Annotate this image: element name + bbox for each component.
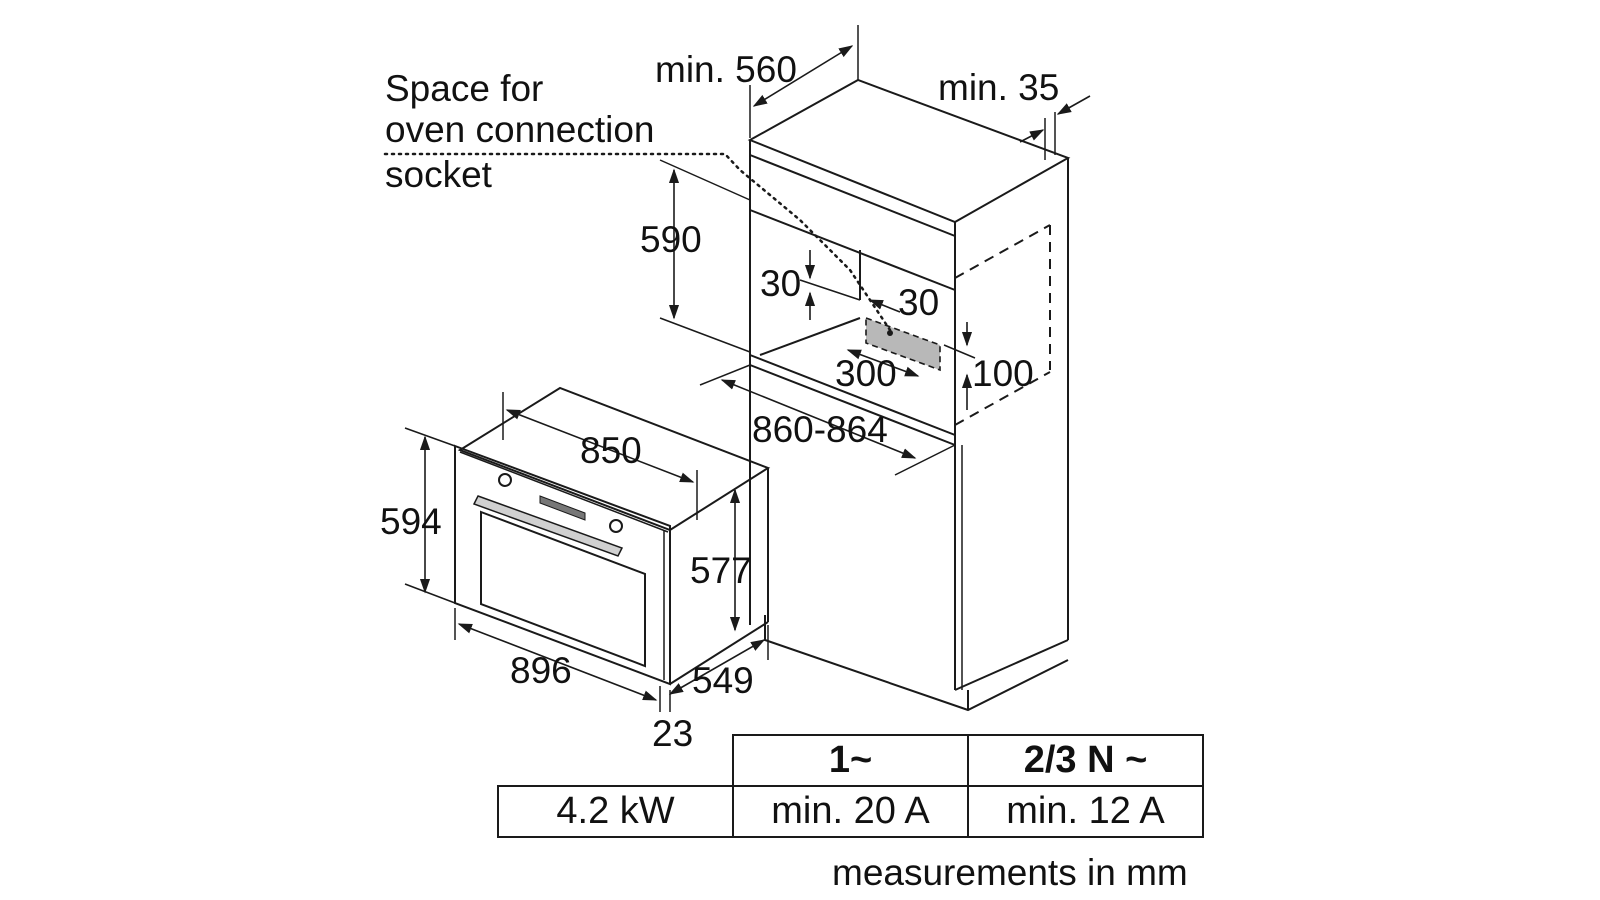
socket-leader: [383, 152, 892, 332]
label-socket-width: 300: [835, 353, 897, 394]
label-niche-depth: 860-864: [752, 409, 888, 450]
knob-left-icon: [498, 473, 512, 487]
table-power-cell: 4.2 kW: [497, 785, 734, 838]
dimension-labels: Space for oven connection socket min. 56…: [380, 49, 1059, 754]
socket-label-line2: oven connection: [385, 109, 654, 150]
label-socket-offset-right: 30: [898, 282, 939, 323]
electrical-spec-table: 1~ 2/3 N ~ 4.2 kW min. 20 A min. 12 A: [497, 734, 1204, 838]
label-socket-height: 100: [972, 353, 1034, 394]
table-corner-cell: [498, 735, 734, 787]
table-fuse-2-cell: min. 12 A: [967, 785, 1204, 838]
knob-right-icon: [609, 519, 623, 533]
label-min-width: min. 560: [655, 49, 797, 90]
cabinet-dimensions: [659, 25, 1091, 476]
table-fuse-1-cell: min. 20 A: [732, 785, 969, 838]
cabinet: [383, 78, 1071, 712]
socket-label-line3: socket: [385, 154, 493, 195]
socket-area: [865, 316, 941, 372]
table-header-2: 2/3 N ~: [967, 734, 1204, 787]
label-oven-height-inner: 577: [690, 550, 752, 591]
label-oven-depth: 549: [692, 660, 754, 701]
table-row: 4.2 kW min. 20 A min. 12 A: [497, 785, 1204, 838]
socket-label-line1: Space for: [385, 68, 543, 109]
label-socket-offset-left: 30: [760, 263, 801, 304]
oven-handle-icon: [472, 495, 624, 557]
table-header-row: 1~ 2/3 N ~: [498, 734, 1204, 787]
label-niche-height: 590: [640, 219, 702, 260]
oven-display-icon: [539, 495, 586, 521]
label-oven-height: 594: [380, 501, 442, 542]
label-oven-width: 896: [510, 650, 572, 691]
label-oven-width-inner: 850: [580, 430, 642, 471]
table-header-1: 1~: [732, 734, 969, 787]
label-min-side: min. 35: [938, 67, 1059, 108]
measurements-footnote: measurements in mm: [832, 852, 1188, 893]
oven-dimensions: [404, 392, 769, 712]
